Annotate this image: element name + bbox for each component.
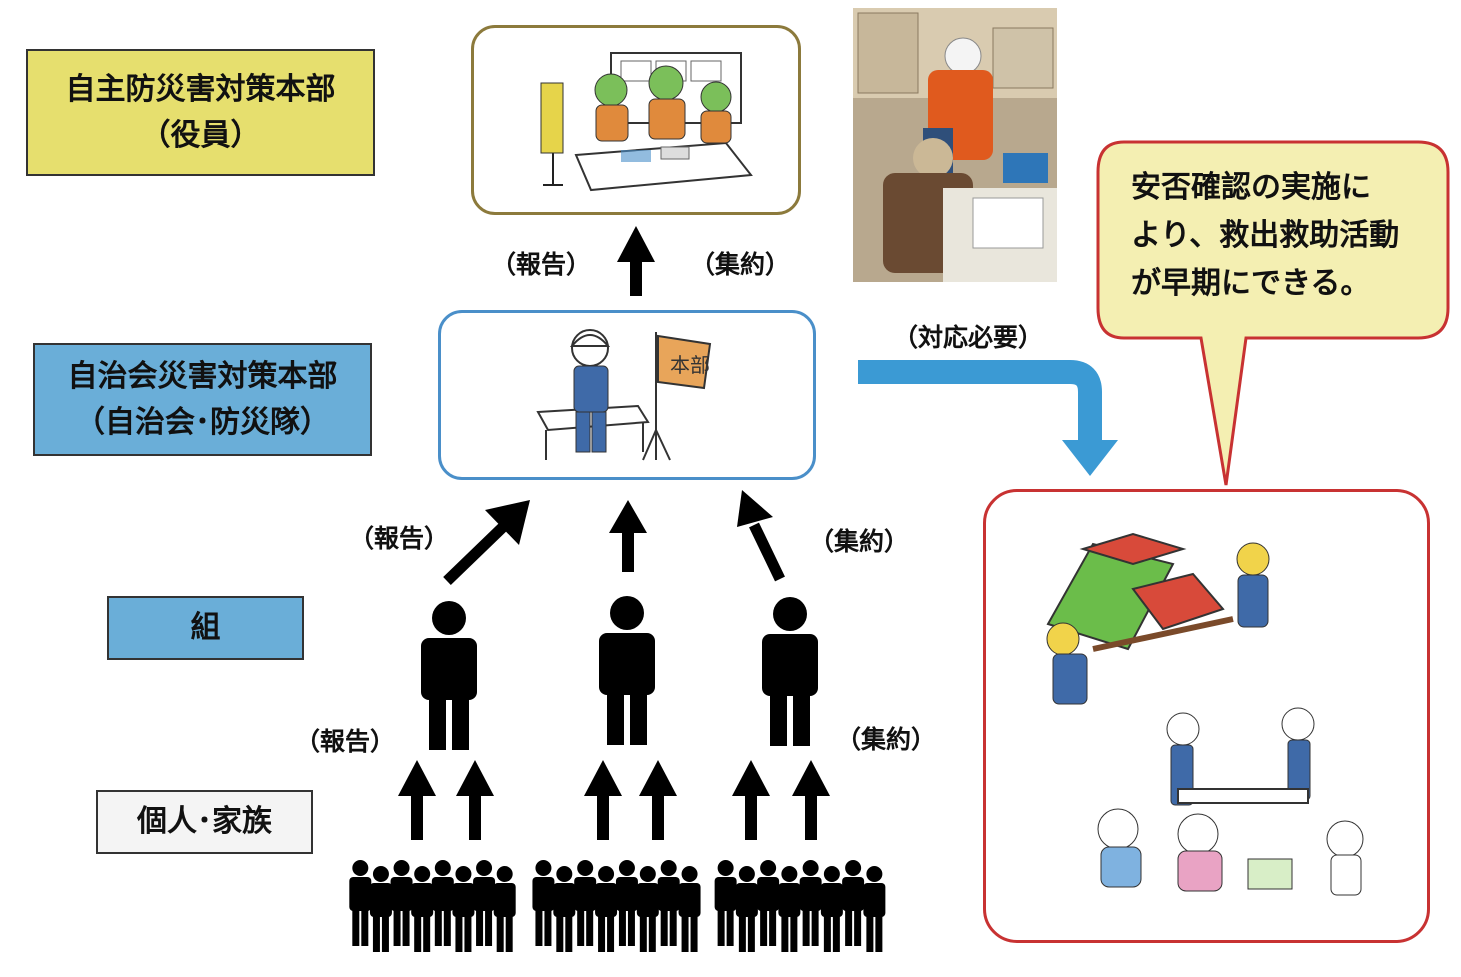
executive-meeting-illustration [540, 52, 753, 192]
tier-group-box: 組 [107, 596, 304, 660]
label-aggregate-mid: （集約） [809, 527, 910, 556]
crowd-person-icon [411, 866, 434, 952]
command-post-photo [853, 8, 1057, 282]
hq-flag-text: 本部 [670, 353, 710, 377]
response-flow-arrow [858, 360, 1118, 476]
crowd-person-icon [615, 860, 638, 946]
arrow-group-right-to-council [737, 490, 785, 582]
council-hq-illustration: 本部 [536, 329, 712, 461]
callout-text: 安否確認の実施に より、救出救助活動 が早期にできる。 [1131, 164, 1431, 308]
crowd-person-icon [595, 866, 618, 952]
arrows-household-to-group [398, 760, 830, 840]
callout-line-3: が早期にできる。 [1131, 266, 1371, 301]
crowd-person-icon [757, 860, 780, 946]
callout-line-2: より、救出救助活動 [1131, 218, 1400, 253]
rescue-activity-panel [983, 489, 1430, 943]
executive-hq-panel [471, 25, 801, 215]
crowd-person-icon [842, 860, 865, 946]
arrow-group-left-to-council [443, 500, 530, 585]
tier-council-box: 自治会災害対策本部 （自治会･防災隊） [33, 343, 372, 456]
crowd-person-icon [390, 860, 413, 946]
rescue-illustration [1046, 532, 1364, 896]
label-aggregate-low: （集約） [836, 725, 937, 754]
label-report-mid: （報告） [349, 524, 450, 553]
household-crowds [349, 860, 886, 952]
crowd-person-icon [778, 866, 801, 952]
tier-executive-title: 自主防災害対策本部 [65, 71, 336, 107]
crowd-person-icon [349, 860, 372, 946]
callout-bubble [1096, 140, 1450, 486]
group-person-icons [421, 596, 818, 750]
crowd-person-icon [431, 860, 454, 946]
crowd-person-icon [657, 860, 680, 946]
crowd-person-icon [452, 866, 475, 952]
crowd-person-icon [863, 866, 886, 952]
tier-executive-box: 自主防災害対策本部 （役員） [26, 49, 375, 176]
tier-household-box: 個人･家族 [96, 790, 313, 854]
crowd-person-icon [714, 860, 737, 946]
tier-council-subtitle: （自治会･防災隊） [75, 404, 330, 440]
crowd-person-icon [574, 860, 597, 946]
callout-line-1: 安否確認の実施に [1131, 170, 1371, 205]
arrow-group-center-to-council [609, 500, 647, 572]
tier-group-label: 組 [190, 610, 221, 645]
crowd-person-icon [493, 866, 516, 952]
crowd-person-icon [636, 866, 659, 952]
tier-household-label: 個人･家族 [137, 804, 272, 839]
label-response-needed: （対応必要） [893, 323, 1044, 352]
tier-council-title: 自治会災害対策本部 [67, 358, 338, 394]
crowd-person-icon [369, 866, 392, 952]
crowd-person-icon [735, 866, 758, 952]
crowd-person-icon [473, 860, 496, 946]
tier-executive-subtitle: （役員） [140, 117, 261, 153]
label-report-top: （報告） [491, 250, 592, 279]
arrow-council-to-exec [617, 226, 655, 296]
crowd-person-icon [678, 866, 701, 952]
crowd-person-icon [532, 860, 555, 946]
crowd-person-icon [820, 866, 843, 952]
label-aggregate-top: （集約） [690, 250, 791, 279]
crowd-person-icon [799, 860, 822, 946]
crowd-person-icon [553, 866, 576, 952]
label-report-low: （報告） [295, 727, 396, 756]
council-hq-panel: 本部 [438, 310, 816, 480]
